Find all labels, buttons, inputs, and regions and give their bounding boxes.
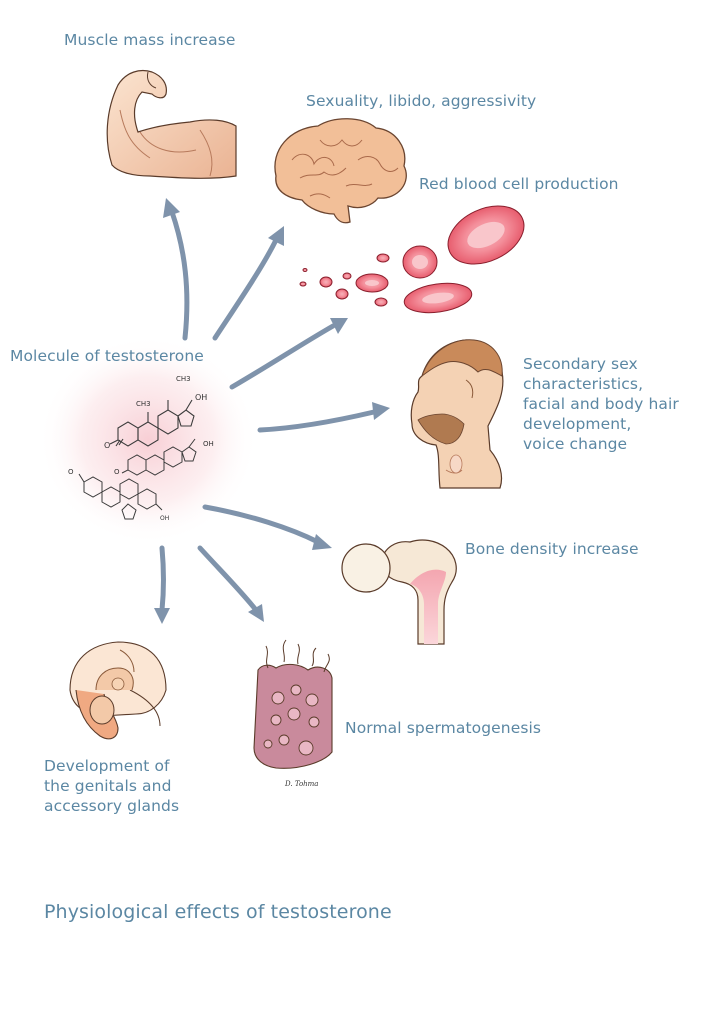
rbc-small-2: [319, 276, 333, 288]
genitals-illustration: [69, 641, 167, 740]
label-red-blood-cell: Red blood cell production: [419, 175, 619, 193]
mol3-oh: OH: [160, 515, 169, 522]
molecule-group: OH CH3 CH3 O OH O O OH: [38, 335, 258, 545]
arrow-to-sperm: [197, 545, 259, 613]
label-genitals: Development of the genitals and accessor…: [44, 757, 180, 815]
rbc-small-5: [299, 281, 307, 287]
arrow-to-face: [257, 409, 377, 433]
figure-title: Physiological effects of testosterone: [44, 901, 392, 923]
bone-head: [341, 543, 391, 593]
mol1-o: O: [104, 441, 110, 450]
label-spermatogenesis: Normal spermatogenesis: [345, 719, 542, 737]
bone-illustration: [341, 539, 457, 645]
arrowhead-sperm: [248, 604, 264, 622]
testicle: [89, 695, 115, 725]
mol1-oh: OH: [195, 393, 207, 402]
red-blood-cells: [299, 205, 525, 314]
rbc-small-6: [302, 268, 308, 272]
label-muscle-mass: Muscle mass increase: [64, 31, 236, 49]
mol1-ch3-a: CH3: [176, 375, 191, 383]
arrow-to-bone: [202, 504, 321, 545]
muscle-arm-illustration: [106, 69, 237, 179]
arrow-to-brain: [212, 237, 279, 341]
steroid-structure-3: [78, 473, 163, 520]
arrowhead-rbc: [330, 318, 348, 334]
arrowheads-group: [154, 198, 390, 624]
artist-signature: D. Tohma: [285, 780, 319, 788]
arrow-to-genitals: [159, 545, 166, 613]
arrowhead-bone: [312, 534, 332, 550]
arrow-to-muscle: [169, 209, 190, 341]
steroid-structure-2: [121, 438, 197, 476]
mol3-o: O: [68, 468, 74, 476]
label-secondary-sex: Secondary sex characteristics, facial an…: [523, 355, 679, 453]
rbc-small-7: [374, 297, 388, 307]
arrowhead-face: [372, 402, 390, 420]
rbc-small-1: [376, 253, 390, 263]
molecule-glow: [38, 335, 258, 545]
mol2-o: O: [114, 468, 120, 476]
male-face-illustration: [410, 339, 504, 489]
rbc-small-4: [342, 272, 352, 280]
arrowhead-genitals: [154, 608, 170, 624]
mol1-ch3-b: CH3: [136, 400, 151, 408]
arrowhead-muscle: [163, 198, 180, 218]
arrow-to-rbc: [229, 323, 336, 390]
arrows-group: [159, 209, 377, 613]
mol2-oh: OH: [203, 440, 214, 448]
arrowhead-brain: [268, 226, 284, 246]
label-molecule: Molecule of testosterone: [10, 347, 204, 365]
spermatogenesis-illustration: [253, 639, 333, 769]
label-bone-density: Bone density increase: [465, 540, 639, 558]
label-sexuality: Sexuality, libido, aggressivity: [306, 92, 537, 110]
rbc-small-3: [335, 288, 349, 300]
steroid-structure-1: [109, 399, 195, 447]
brain-illustration: [274, 118, 407, 224]
